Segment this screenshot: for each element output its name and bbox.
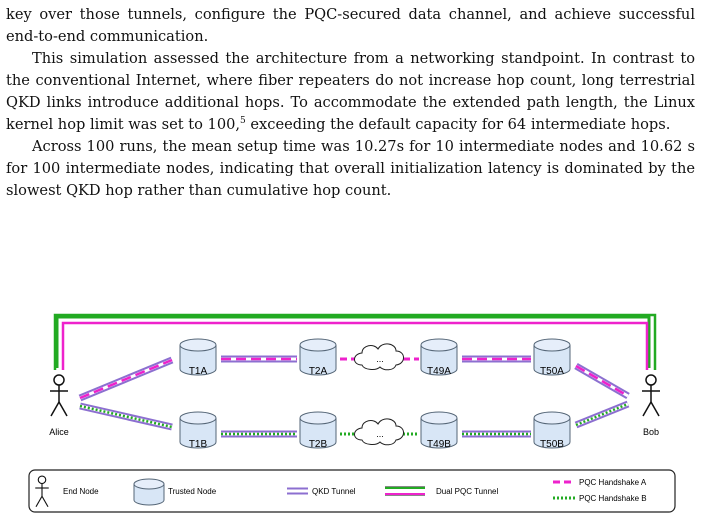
node-label: T49B — [427, 439, 451, 450]
paragraph-1-text: key over those tunnels, configure the PQ… — [6, 6, 695, 45]
paragraph-1: key over those tunnels, configure the PQ… — [6, 4, 695, 48]
node-label: T1B — [189, 439, 208, 450]
legend-dual-pqc: Dual PQC Tunnel — [385, 486, 498, 496]
cloud-b: ... — [354, 418, 404, 446]
trusted-node-t50b: T50B — [533, 411, 571, 450]
cloud-a: ... — [354, 343, 404, 371]
qkd-tunnels-a — [78, 355, 630, 402]
end-node-alice-label: Alice — [49, 427, 69, 437]
legend-trusted-node: Trusted Node — [133, 478, 217, 506]
legend-handshake-b-label: PQC Handshake B — [579, 494, 647, 503]
end-node-bob-label: Bob — [643, 427, 659, 437]
paragraph-3-text: Across 100 runs, the mean setup time was… — [6, 138, 695, 199]
node-label: T49A — [427, 366, 451, 377]
qkd-tunnels-b — [79, 400, 630, 438]
legend-qkd-tunnel-label: QKD Tunnel — [312, 487, 356, 496]
paragraph-2: This simulation assessed the architectur… — [6, 48, 695, 136]
legend-trusted-node-label: Trusted Node — [168, 487, 217, 496]
person-icon — [641, 374, 661, 417]
legend-qkd-tunnel: QKD Tunnel — [287, 487, 356, 496]
trusted-node-t2b: T2B — [299, 411, 337, 450]
node-label: T2B — [309, 439, 328, 450]
node-icon — [133, 478, 165, 506]
body-text: key over those tunnels, configure the PQ… — [6, 4, 695, 202]
trusted-node-t49a: T49A — [420, 338, 458, 377]
trusted-node-t2a: T2A — [299, 338, 337, 377]
legend: End Node Trusted Node QKD Tunnel Dual PQ… — [28, 469, 676, 513]
trusted-node-t1a: T1A — [179, 338, 217, 377]
person-icon — [49, 374, 69, 417]
footnote-marker: 5 — [240, 116, 246, 127]
paragraph-2-text: This simulation assessed the architectur… — [6, 50, 695, 133]
cloud-b-label: ... — [376, 429, 384, 439]
legend-dual-pqc-label: Dual PQC Tunnel — [436, 487, 498, 496]
trusted-node-t49b: T49B — [420, 411, 458, 450]
legend-end-node: End Node — [34, 475, 99, 508]
trusted-node-t1b: T1B — [179, 411, 217, 450]
legend-handshake-b: PQC Handshake B — [553, 494, 647, 503]
paragraph-2-tail: exceeding the default capacity for 64 in… — [245, 116, 671, 133]
dual-pqc-tunnel — [53, 313, 657, 370]
node-label: T50A — [540, 366, 564, 377]
legend-end-node-label: End Node — [63, 487, 99, 496]
node-label: T50B — [540, 439, 564, 450]
node-label: T1A — [189, 366, 208, 377]
legend-handshake-a: PQC Handshake A — [553, 478, 647, 487]
legend-handshake-a-label: PQC Handshake A — [579, 478, 647, 487]
paragraph-3: Across 100 runs, the mean setup time was… — [6, 136, 695, 202]
cloud-a-label: ... — [376, 354, 384, 364]
network-diagram: ... ... T1A T2A T49A T50A T1B T2B T49B T… — [28, 313, 676, 513]
trusted-node-t50a: T50A — [533, 338, 571, 377]
end-node-alice: Alice — [49, 374, 69, 437]
node-label: T2A — [309, 366, 328, 377]
end-node-bob: Bob — [641, 374, 661, 437]
